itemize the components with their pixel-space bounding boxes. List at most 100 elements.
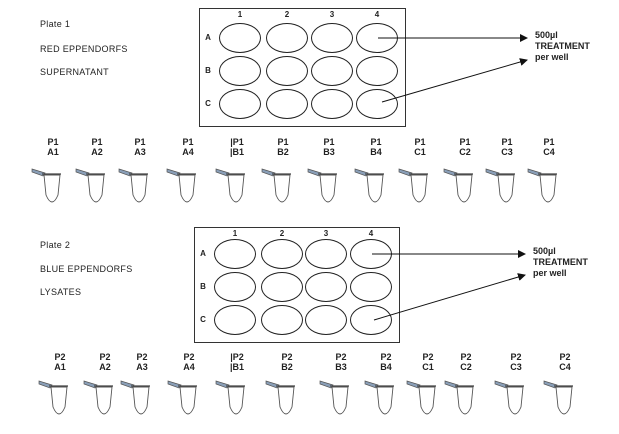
eppendorf-tube-icon — [444, 380, 474, 415]
tube-plate-id: P1 — [501, 137, 513, 147]
tube-plate-id: P2 — [54, 352, 66, 362]
tube-well-id: C4 — [543, 147, 555, 157]
eppendorf-tube-icon — [319, 380, 349, 415]
tube-label: P2 B4 — [371, 352, 401, 372]
plate1-sample-type: SUPERNATANT — [40, 67, 109, 77]
well — [214, 272, 256, 302]
arrow-c4-plate2 — [373, 273, 526, 321]
treatment-word: TREATMENT — [533, 257, 588, 267]
tube-well-id: A4 — [182, 147, 194, 157]
tube-label: P2 A4 — [174, 352, 204, 372]
tube-label: P2 A3 — [127, 352, 157, 372]
tube-plate-id: P1 — [47, 137, 59, 147]
eppendorf-tube-icon — [485, 168, 515, 203]
tube-plate-id: P2 — [335, 352, 347, 362]
treatment-per-well: per well — [535, 52, 569, 62]
row-letter: C — [200, 315, 206, 324]
eppendorf-tube-icon — [406, 380, 436, 415]
tube-plate-id: P2 — [559, 352, 571, 362]
well — [356, 89, 398, 119]
tube-well-id: B3 — [335, 362, 347, 372]
eppendorf-tube-icon — [527, 168, 557, 203]
tube-well-id: B4 — [380, 362, 392, 372]
plate2-sample-type: LYSATES — [40, 287, 82, 297]
row-letter: A — [205, 33, 211, 42]
column-number: 2 — [284, 10, 290, 19]
tube-label: P2 C3 — [501, 352, 531, 372]
row-letter: B — [200, 282, 206, 291]
tube-well-id: C2 — [459, 147, 471, 157]
eppendorf-tube-icon — [307, 168, 337, 203]
column-number: 3 — [329, 10, 335, 19]
tube-plate-id: |P2 — [230, 352, 244, 362]
tube-label: P2 C2 — [451, 352, 481, 372]
tube-plate-id: P1 — [277, 137, 289, 147]
eppendorf-tube-icon — [354, 168, 384, 203]
eppendorf-tube-icon — [83, 380, 113, 415]
plate1-tube-color: RED EPPENDORFS — [40, 44, 128, 54]
tube-label: P2 A1 — [45, 352, 75, 372]
eppendorf-tube-icon — [215, 380, 245, 415]
tube-plate-id: P2 — [281, 352, 293, 362]
treatment-per-well: per well — [533, 268, 567, 278]
tube-well-id: |B1 — [229, 362, 245, 372]
well — [266, 56, 308, 86]
tube-well-id: A2 — [91, 147, 103, 157]
well — [261, 239, 303, 269]
arrow-c4 — [381, 58, 528, 103]
treatment-label-1: 500µl TREATMENT per well — [535, 30, 590, 63]
column-number: 1 — [237, 10, 243, 19]
tube-plate-id: P1 — [543, 137, 555, 147]
tube-plate-id: P1 — [414, 137, 426, 147]
tube-well-id: C4 — [559, 362, 571, 372]
tube-plate-id: P2 — [460, 352, 472, 362]
row-letter: C — [205, 99, 211, 108]
eppendorf-tube-icon — [543, 380, 573, 415]
well — [266, 23, 308, 53]
tube-label: P1 B2 — [268, 137, 298, 157]
tube-label: P1 C4 — [534, 137, 564, 157]
tube-well-id: A1 — [54, 362, 66, 372]
eppendorf-tube-icon — [398, 168, 428, 203]
column-number: 2 — [279, 229, 285, 238]
tube-well-id: B2 — [281, 362, 293, 372]
tube-label: P1 A1 — [38, 137, 68, 157]
well — [305, 272, 347, 302]
column-number: 4 — [374, 10, 380, 19]
well — [214, 239, 256, 269]
column-number: 4 — [368, 229, 374, 238]
eppendorf-tube-icon — [443, 168, 473, 203]
tube-well-id: A4 — [183, 362, 195, 372]
tube-well-id: C1 — [422, 362, 434, 372]
tube-label: P2 B2 — [272, 352, 302, 372]
well — [214, 305, 256, 335]
well — [350, 305, 392, 335]
eppendorf-tube-icon — [118, 168, 148, 203]
tube-well-id: A1 — [47, 147, 59, 157]
tube-well-id: C2 — [460, 362, 472, 372]
eppendorf-tube-icon — [265, 380, 295, 415]
tube-label: P1 A3 — [125, 137, 155, 157]
tube-plate-id: P1 — [370, 137, 382, 147]
tube-label: P2 C4 — [550, 352, 580, 372]
tube-plate-id: P2 — [183, 352, 195, 362]
well — [219, 56, 261, 86]
tube-well-id: B2 — [277, 147, 289, 157]
eppendorf-tube-icon — [215, 168, 245, 203]
well — [305, 305, 347, 335]
well — [219, 23, 261, 53]
well — [311, 56, 353, 86]
tube-well-id: A3 — [134, 147, 146, 157]
tube-plate-id: P2 — [136, 352, 148, 362]
tube-label: P1 C3 — [492, 137, 522, 157]
treatment-label-2: 500µl TREATMENT per well — [533, 246, 588, 279]
well — [261, 305, 303, 335]
well — [311, 89, 353, 119]
row-letter: A — [200, 249, 206, 258]
tube-plate-id: P2 — [380, 352, 392, 362]
tube-label: P1 B3 — [314, 137, 344, 157]
eppendorf-tube-icon — [166, 168, 196, 203]
eppendorf-tube-icon — [261, 168, 291, 203]
tube-plate-id: P1 — [182, 137, 194, 147]
